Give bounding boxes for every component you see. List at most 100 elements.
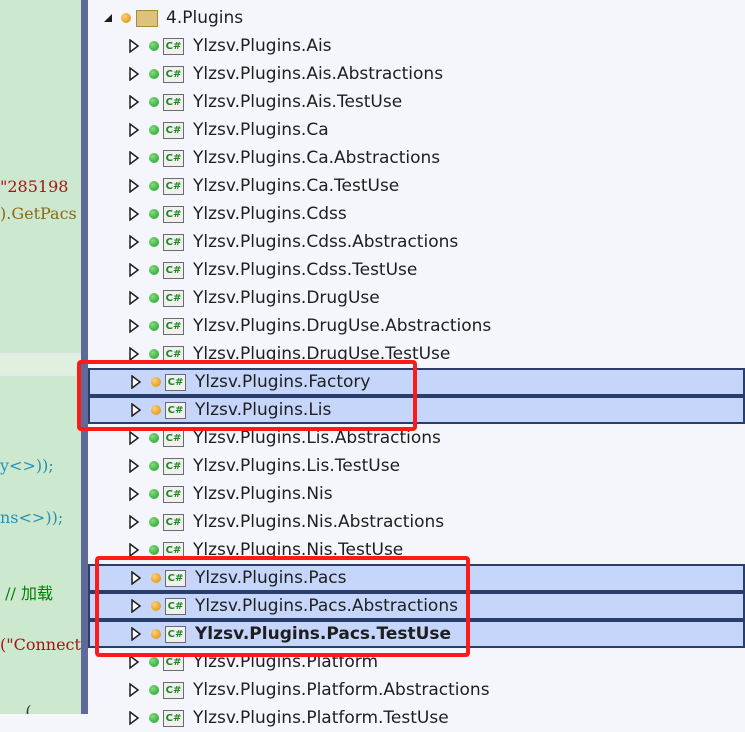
tree-item-project[interactable]: C# Ylzsv.Plugins.Platform.TestUse	[88, 704, 745, 732]
tree-item-project[interactable]: C# Ylzsv.Plugins.Pacs.TestUse	[88, 620, 745, 648]
collapsed-arrow-icon[interactable]	[128, 179, 140, 193]
tree-folder-plugins[interactable]: 4.Plugins	[88, 4, 745, 32]
project-label: Ylzsv.Plugins.Platform	[193, 652, 379, 672]
tree-item-project[interactable]: C# Ylzsv.Plugins.Cdss	[88, 200, 745, 228]
tree-item-project[interactable]: C# Ylzsv.Plugins.Lis.TestUse	[88, 452, 745, 480]
tree-item-project[interactable]: C# Ylzsv.Plugins.Platform.Abstractions	[88, 676, 745, 704]
status-dot-icon	[151, 405, 161, 415]
collapsed-arrow-icon[interactable]	[128, 683, 140, 697]
status-dot-icon	[151, 629, 161, 639]
tree-item-project[interactable]: C# Ylzsv.Plugins.Platform	[88, 648, 745, 676]
status-dot-icon	[149, 293, 159, 303]
tree-item-project[interactable]: C# Ylzsv.Plugins.Ais	[88, 32, 745, 60]
project-label: Ylzsv.Plugins.Ais.TestUse	[193, 92, 403, 112]
project-label: Ylzsv.Plugins.Ais.Abstractions	[193, 64, 444, 84]
collapsed-arrow-icon[interactable]	[128, 319, 140, 333]
collapsed-arrow-icon[interactable]	[128, 207, 140, 221]
tree-item-project[interactable]: C# Ylzsv.Plugins.Nis.Abstractions	[88, 508, 745, 536]
collapsed-arrow-icon[interactable]	[128, 95, 140, 109]
collapsed-arrow-icon[interactable]	[130, 375, 142, 389]
tree-item-project[interactable]: C# Ylzsv.Plugins.DrugUse	[88, 284, 745, 312]
tree-item-project[interactable]: C# Ylzsv.Plugins.Lis	[88, 396, 745, 424]
tree-item-project[interactable]: C# Ylzsv.Plugins.Ca.TestUse	[88, 172, 745, 200]
collapsed-arrow-icon[interactable]	[130, 599, 142, 613]
project-label: Ylzsv.Plugins.Lis	[195, 400, 332, 420]
tree-item-project[interactable]: C# Ylzsv.Plugins.Factory	[88, 368, 745, 396]
code-line: .(	[0, 702, 32, 714]
tree-item-project[interactable]: C# Ylzsv.Plugins.Pacs.Abstractions	[88, 592, 745, 620]
csharp-project-icon: C#	[165, 401, 186, 419]
csharp-project-icon: C#	[165, 373, 186, 391]
collapsed-arrow-icon[interactable]	[128, 235, 140, 249]
tree-item-project[interactable]: C# Ylzsv.Plugins.Nis.TestUse	[88, 536, 745, 564]
csharp-project-icon: C#	[163, 93, 184, 111]
collapsed-arrow-icon[interactable]	[128, 291, 140, 305]
csharp-project-icon: C#	[163, 289, 184, 307]
csharp-project-icon: C#	[165, 569, 186, 587]
status-dot-icon	[151, 573, 161, 583]
tree-item-project[interactable]: C# Ylzsv.Plugins.Ca.Abstractions	[88, 144, 745, 172]
tree-item-project[interactable]: C# Ylzsv.Plugins.Cdss.TestUse	[88, 256, 745, 284]
status-dot-icon	[151, 601, 161, 611]
project-label: Ylzsv.Plugins.DrugUse.Abstractions	[193, 316, 492, 336]
project-label: Ylzsv.Plugins.Factory	[195, 372, 371, 392]
code-line: "285198	[0, 177, 69, 196]
project-label: Ylzsv.Plugins.Nis.TestUse	[193, 540, 404, 560]
status-dot-icon	[149, 321, 159, 331]
tree-item-project[interactable]: C# Ylzsv.Plugins.DrugUse.TestUse	[88, 340, 745, 368]
expanded-arrow-icon[interactable]	[102, 11, 114, 25]
collapsed-arrow-icon[interactable]	[128, 347, 140, 361]
csharp-project-icon: C#	[163, 653, 184, 671]
csharp-project-icon: C#	[163, 681, 184, 699]
status-dot-icon	[149, 433, 159, 443]
collapsed-arrow-icon[interactable]	[130, 403, 142, 417]
csharp-project-icon: C#	[163, 429, 184, 447]
collapsed-arrow-icon[interactable]	[128, 263, 140, 277]
collapsed-arrow-icon[interactable]	[128, 515, 140, 529]
collapsed-arrow-icon[interactable]	[128, 67, 140, 81]
collapsed-arrow-icon[interactable]	[128, 431, 140, 445]
csharp-project-icon: C#	[163, 149, 184, 167]
status-dot-icon	[149, 153, 159, 163]
collapsed-arrow-icon[interactable]	[128, 151, 140, 165]
tree-item-project[interactable]: C# Ylzsv.Plugins.Cdss.Abstractions	[88, 228, 745, 256]
collapsed-arrow-icon[interactable]	[128, 487, 140, 501]
tree-item-project[interactable]: C# Ylzsv.Plugins.Nis	[88, 480, 745, 508]
project-label: Ylzsv.Plugins.Pacs.TestUse	[195, 624, 452, 644]
project-label: Ylzsv.Plugins.Cdss.Abstractions	[193, 232, 459, 252]
tree-item-project[interactable]: C# Ylzsv.Plugins.Lis.Abstractions	[88, 424, 745, 452]
collapsed-arrow-icon[interactable]	[128, 39, 140, 53]
project-label: Ylzsv.Plugins.Ca	[193, 120, 329, 140]
tree-item-project[interactable]: C# Ylzsv.Plugins.Ais.Abstractions	[88, 60, 745, 88]
csharp-project-icon: C#	[163, 177, 184, 195]
collapsed-arrow-icon[interactable]	[130, 627, 142, 641]
csharp-project-icon: C#	[163, 37, 184, 55]
project-label: Ylzsv.Plugins.Nis	[193, 484, 333, 504]
pane-splitter[interactable]	[81, 0, 88, 714]
status-dot-icon	[151, 377, 161, 387]
tree-item-project[interactable]: C# Ylzsv.Plugins.Ais.TestUse	[88, 88, 745, 116]
status-dot-icon	[149, 209, 159, 219]
collapsed-arrow-icon[interactable]	[128, 655, 140, 669]
solution-explorer-tree[interactable]: 4.Plugins C# Ylzsv.Plugins.Ais C# Ylzsv.…	[88, 0, 745, 728]
status-dot-icon	[149, 181, 159, 191]
csharp-project-icon: C#	[163, 233, 184, 251]
project-label: Ylzsv.Plugins.Cdss	[193, 204, 347, 224]
folder-icon	[136, 9, 158, 27]
tree-item-project[interactable]: C# Ylzsv.Plugins.Pacs	[88, 564, 745, 592]
tree-item-project[interactable]: C# Ylzsv.Plugins.DrugUse.Abstractions	[88, 312, 745, 340]
code-line: ns<>));	[0, 508, 64, 527]
collapsed-arrow-icon[interactable]	[128, 543, 140, 557]
collapsed-arrow-icon[interactable]	[128, 459, 140, 473]
tree-item-project[interactable]: C# Ylzsv.Plugins.Ca	[88, 116, 745, 144]
status-dot-icon	[149, 461, 159, 471]
project-label: Ylzsv.Plugins.Platform.TestUse	[193, 708, 449, 728]
status-dot-icon	[149, 69, 159, 79]
collapsed-arrow-icon[interactable]	[130, 571, 142, 585]
status-dot-icon	[149, 265, 159, 275]
project-label: Ylzsv.Plugins.Lis.TestUse	[193, 456, 401, 476]
csharp-project-icon: C#	[163, 513, 184, 531]
collapsed-arrow-icon[interactable]	[128, 711, 140, 725]
collapsed-arrow-icon[interactable]	[128, 123, 140, 137]
